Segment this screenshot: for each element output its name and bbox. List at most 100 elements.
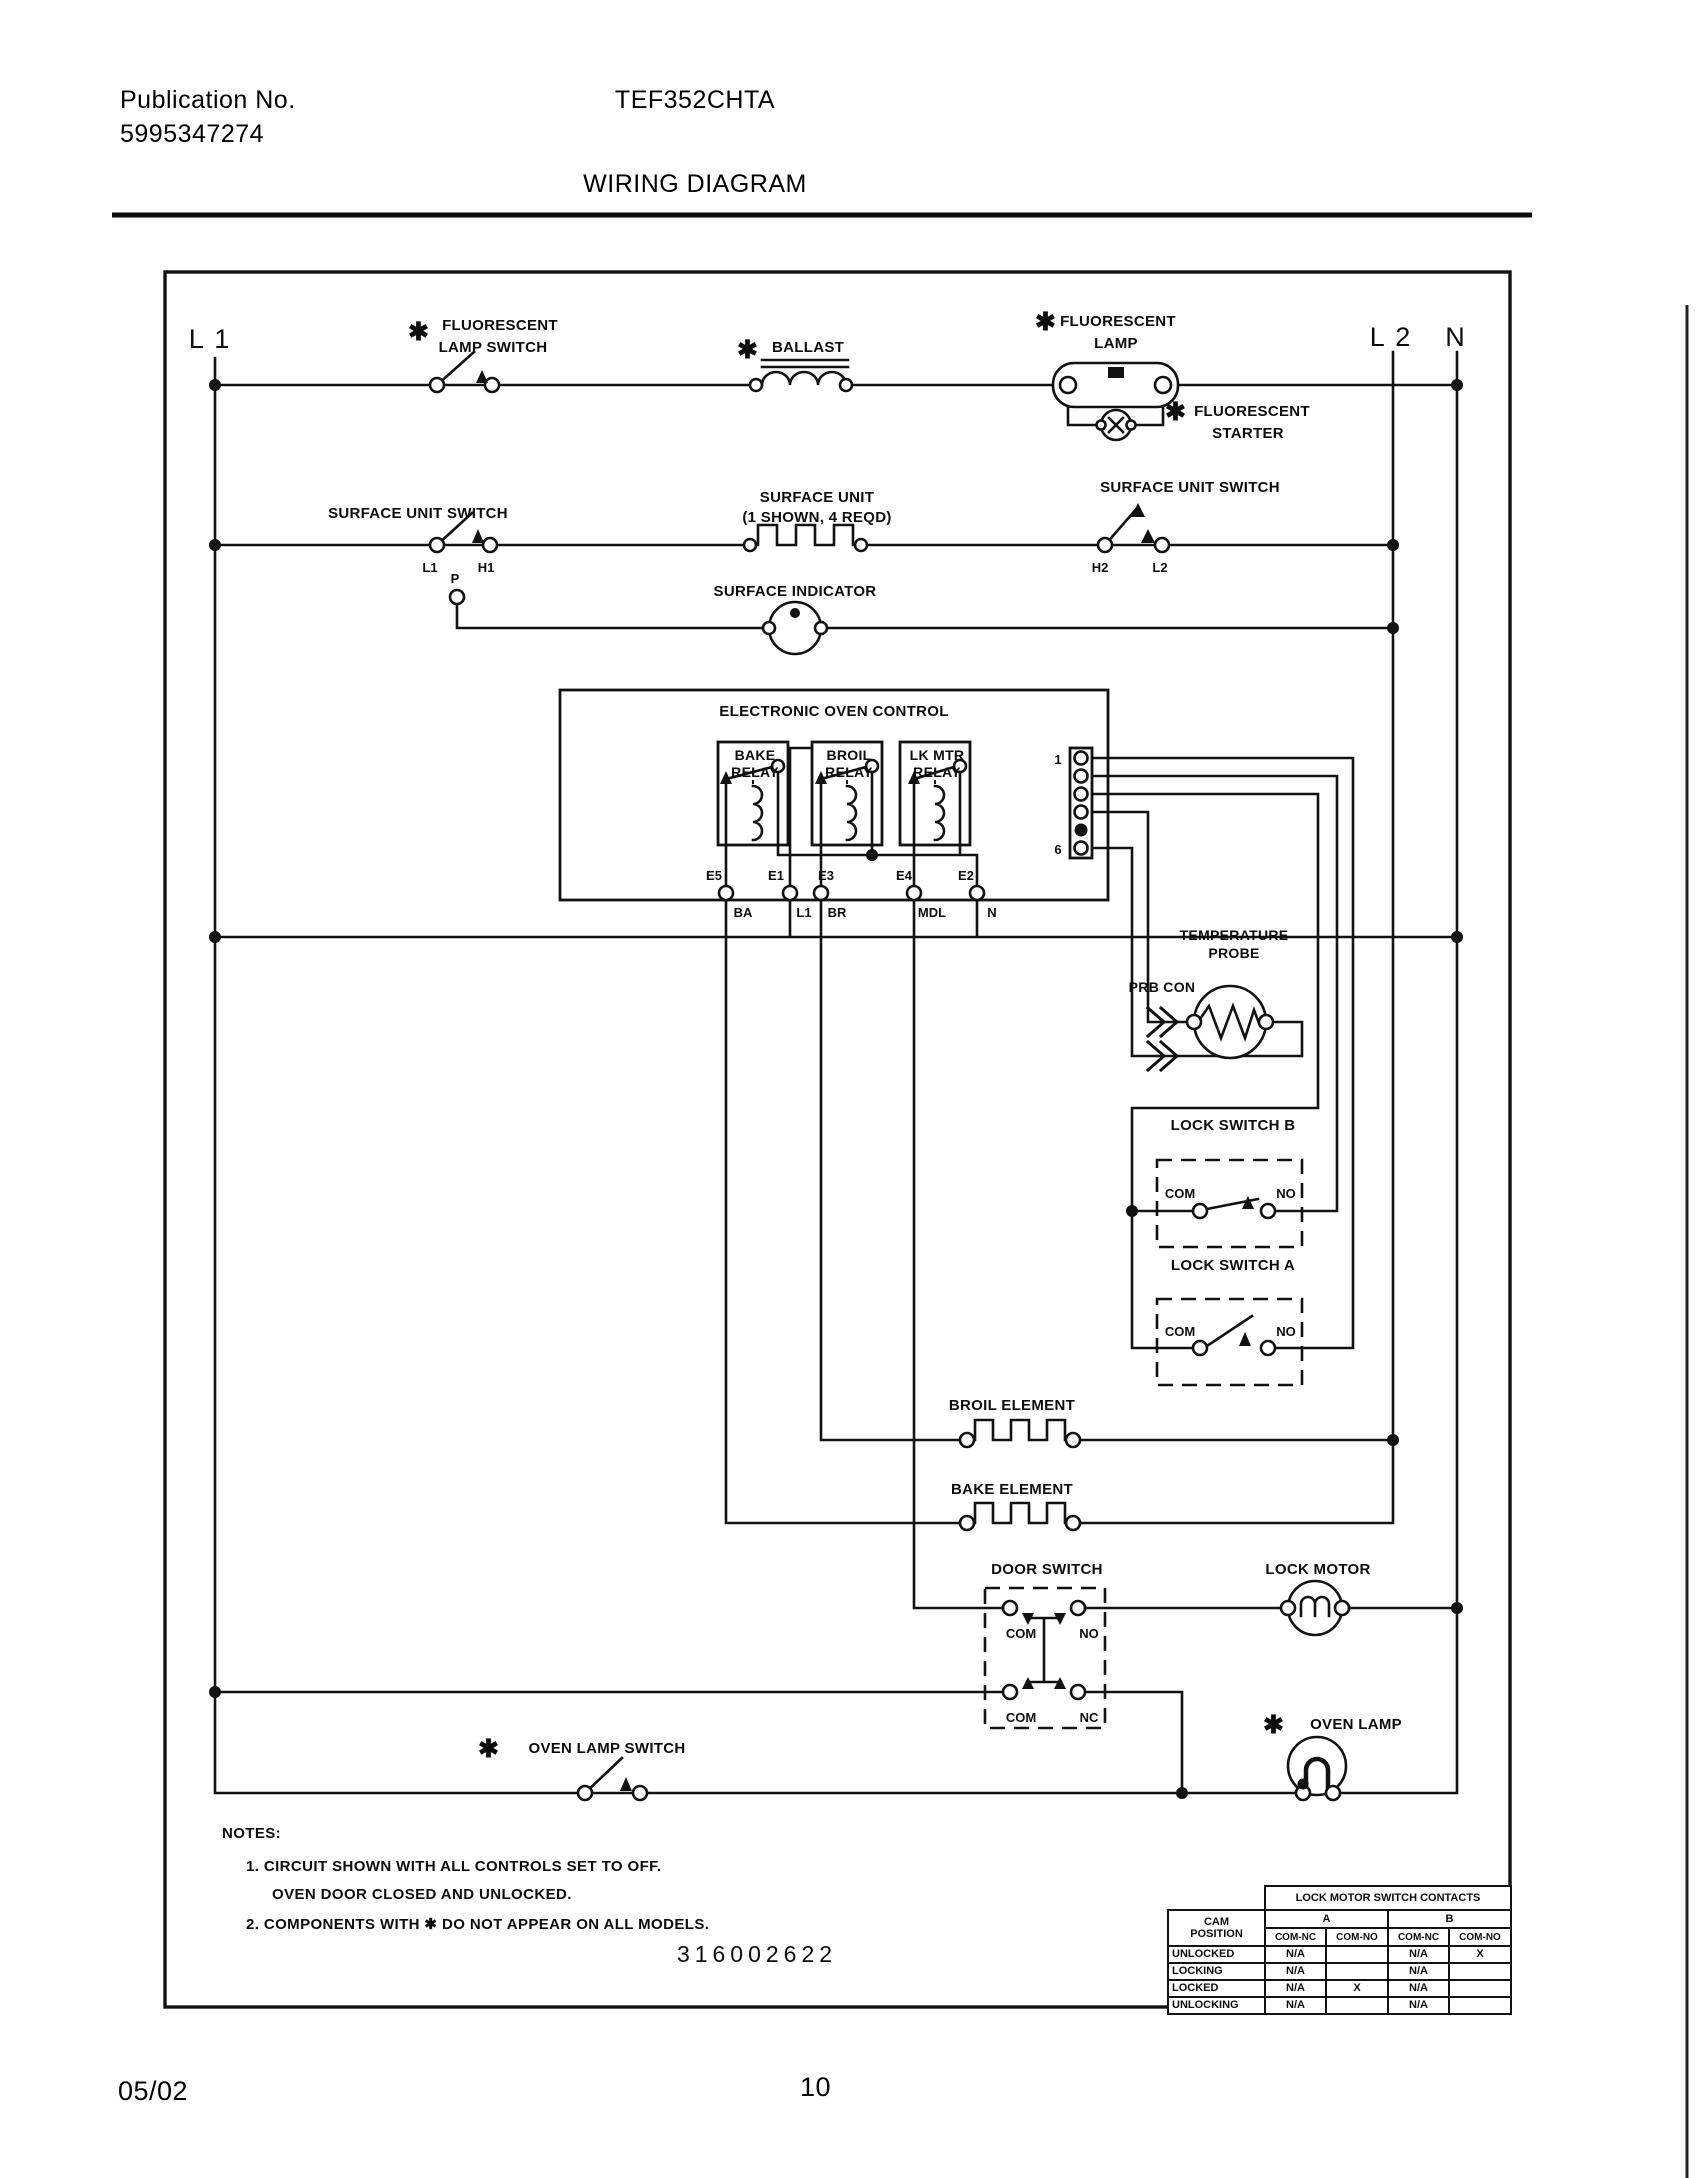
terminal-label-p: P [451, 571, 460, 586]
lock-motor-relay-box [898, 740, 972, 847]
lock-switch-b-label: LOCK SWITCH B [1171, 1117, 1296, 1134]
lock-motor-label: LOCK MOTOR [1265, 1561, 1370, 1578]
table-cell: N/A [1387, 1996, 1450, 2015]
publication-label: Publication No. [120, 86, 296, 114]
fluorescent-lamp-switch-label: FLUORESCENT [442, 317, 558, 334]
broil-relay-label: BROIL [826, 747, 871, 763]
table-row-position: UNLOCKED [1167, 1945, 1266, 1964]
table-cell: N/A [1264, 1962, 1327, 1981]
lock-motor-relay-label: LK MTR [910, 747, 965, 763]
group-b-header: B [1387, 1909, 1512, 1929]
asterisk-icon: ✱ [1165, 398, 1186, 426]
lock-b-no: NO [1276, 1186, 1296, 1201]
temperature-probe-label: TEMPERATURE [1180, 927, 1289, 943]
fluorescent-lamp-label: FLUORESCENT [1060, 313, 1176, 330]
terminal-label-h1: H1 [478, 560, 495, 575]
sub-header: COM-NO [1448, 1927, 1512, 1947]
fluorescent-lamp-label2: LAMP [1094, 335, 1138, 352]
table-cell: N/A [1387, 1962, 1450, 1981]
junction-dots [209, 379, 1463, 1799]
oven-lamp-label: OVEN LAMP [1310, 1716, 1402, 1733]
connector-pin-1: 1 [1054, 752, 1061, 767]
terminal-label-l1: L1 [422, 560, 437, 575]
diagram-border [163, 270, 1512, 2009]
lock-b-com: COM [1165, 1186, 1195, 1201]
publication-number: 5995347274 [120, 120, 265, 148]
table-row-position: LOCKING [1167, 1962, 1266, 1981]
fluorescent-starter-label2: STARTER [1212, 425, 1284, 442]
door-com-bottom: COM [1006, 1710, 1036, 1725]
lock-motor-contacts-table: LOCK MOTOR SWITCH CONTACTS CAM POSITION … [1167, 1885, 1512, 2015]
surface-indicator-label: SURFACE INDICATOR [714, 583, 877, 600]
sub-header: COM-NO [1325, 1927, 1389, 1947]
lock-switch-a-box [1155, 1297, 1304, 1387]
note-1-line-1: 1. CIRCUIT SHOWN WITH ALL CONTROLS SET T… [246, 1858, 662, 1875]
eoc-terminal-e2: E2 [958, 868, 974, 883]
eoc-terminal-l1: L1 [796, 905, 811, 920]
connector-pin-6: 6 [1054, 842, 1061, 857]
broil-relay-label2: RELAY [825, 764, 873, 780]
sub-header: COM-NC [1264, 1927, 1327, 1947]
wires [213, 350, 1459, 1795]
sub-header: COM-NC [1387, 1927, 1450, 1947]
asterisk-icon: ✱ [478, 1735, 499, 1763]
lock-a-com: COM [1165, 1324, 1195, 1339]
lock-motor-relay-label2: RELAY [913, 764, 961, 780]
bake-relay-label2: RELAY [731, 764, 779, 780]
fluorescent-starter-label: FLUORESCENT [1194, 403, 1310, 420]
eoc-terminal-e3: E3 [818, 868, 834, 883]
electronic-oven-control-title: ELECTRONIC OVEN CONTROL [719, 703, 948, 720]
page-title: WIRING DIAGRAM [583, 170, 807, 198]
oven-lamp-switch-label: OVEN LAMP SWITCH [528, 1740, 685, 1757]
cam-position-header: CAM POSITION [1167, 1909, 1266, 1947]
door-switch-label: DOOR SWITCH [991, 1561, 1103, 1578]
notes-heading: NOTES: [222, 1825, 281, 1842]
eoc-terminal-e4: E4 [896, 868, 913, 883]
table-cell: N/A [1387, 1945, 1450, 1964]
table-cell: N/A [1264, 1945, 1327, 1964]
eoc-connector [1068, 746, 1094, 860]
table-cell [1448, 1979, 1512, 1998]
terminal-label-l2: L2 [1152, 560, 1167, 575]
part-number: 316002622 [677, 1941, 837, 1967]
bake-relay-label: BAKE [735, 747, 776, 763]
surface-unit-label: SURFACE UNIT [760, 489, 874, 506]
electronic-oven-control-box [558, 688, 1110, 902]
group-a-header: A [1264, 1909, 1389, 1929]
eoc-terminal-e5: E5 [706, 868, 722, 883]
cam-header-line2: POSITION [1190, 1928, 1243, 1940]
asterisk-icon: ✱ [1263, 1711, 1284, 1739]
table-cell: N/A [1387, 1979, 1450, 1998]
footer-date: 05/02 [118, 2076, 189, 2106]
probe-connector-label: PRB CON [1129, 979, 1196, 995]
note-2: 2. COMPONENTS WITH ✱ DO NOT APPEAR ON AL… [246, 1916, 709, 1933]
asterisk-icon: ✱ [408, 318, 429, 346]
bus-label-n: N [1445, 322, 1467, 352]
door-no: NO [1079, 1626, 1099, 1641]
asterisk-icon: ✱ [1035, 308, 1056, 336]
table-spacer [1168, 1886, 1265, 1910]
relay-armature-links [752, 770, 936, 784]
asterisk-icon: ✱ [737, 336, 758, 364]
table-cell: N/A [1264, 1979, 1327, 1998]
temperature-probe-label2: PROBE [1208, 945, 1259, 961]
broil-relay-box [810, 740, 884, 847]
table-cell [1448, 1996, 1512, 2015]
door-nc: NC [1080, 1710, 1099, 1725]
eoc-terminal-mdl: MDL [918, 905, 946, 920]
temperature-probe-symbol [1192, 984, 1268, 1060]
surface-unit-label2: (1 SHOWN, 4 REQD) [742, 509, 891, 526]
door-switch-box [983, 1586, 1107, 1730]
table-cell [1448, 1962, 1512, 1981]
eoc-terminal-br: BR [828, 905, 847, 920]
fluorescent-lamp-symbol [1051, 361, 1180, 409]
component-symbols [761, 361, 1348, 1797]
surface-unit-switch-right-label: SURFACE UNIT SWITCH [1100, 479, 1280, 496]
table-cell: X [1325, 1979, 1389, 1998]
cam-header-line1: CAM [1203, 1915, 1230, 1928]
eoc-terminal-e1: E1 [768, 868, 784, 883]
table-cell [1325, 1962, 1389, 1981]
model-number: TEF352CHTA [614, 86, 776, 114]
